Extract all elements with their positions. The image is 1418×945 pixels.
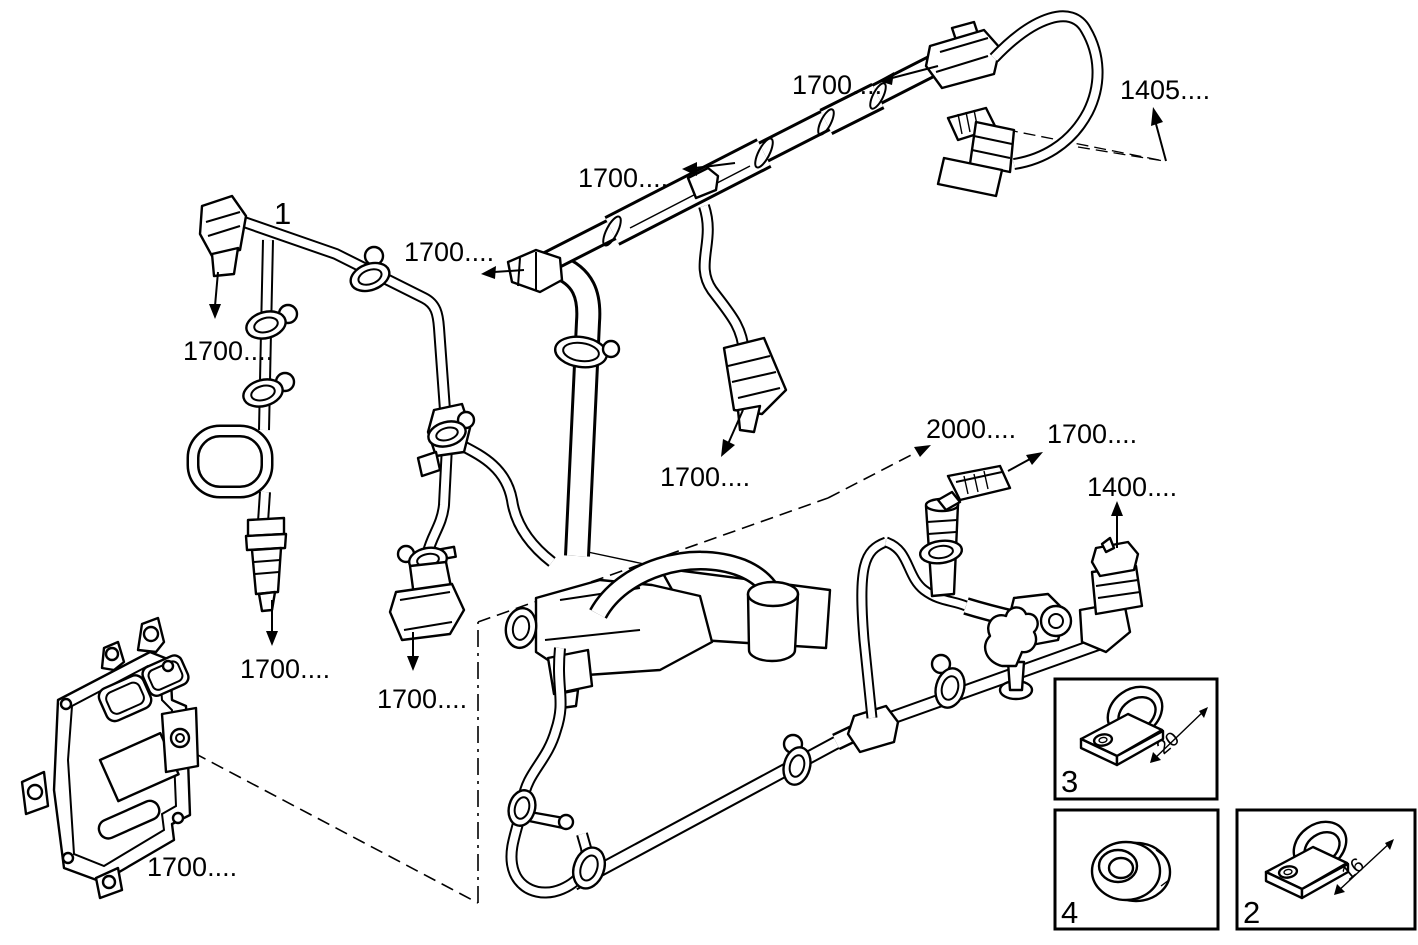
trunk-top-connector (924, 20, 1002, 90)
label-1700-trunk-branch: 1700.... (578, 163, 668, 193)
ecu-port-2 (141, 654, 190, 697)
label-1700-mount-connector: 1700.... (377, 684, 467, 714)
connector-1400 (1078, 536, 1144, 654)
inset-box-4: 4 (1053, 808, 1220, 931)
inset-4-number: 4 (1061, 895, 1078, 930)
ecu-module (20, 616, 200, 900)
ecu-slot (97, 799, 161, 840)
center-assembly (504, 253, 832, 899)
sensor-cylinder (918, 464, 1012, 598)
label-1700-sensor-plug-right: 1700.... (1047, 419, 1137, 449)
inset-box-3: 20 3 (1053, 677, 1219, 801)
bottom-trunk-harness (570, 464, 1144, 891)
loop-end-connector (936, 106, 1016, 198)
valve-body (504, 578, 714, 710)
branch-boot-connector (722, 336, 788, 434)
clamp-small-drawing (1264, 820, 1350, 900)
callout-arrows (209, 65, 1167, 671)
top-trunk (506, 10, 1104, 434)
clamp-large-drawing (1079, 685, 1165, 767)
label-1700-sensor-left: 1700.... (183, 336, 273, 366)
label-1405-sensor-cable: 1405.... (1120, 75, 1210, 105)
ecu-port-1 (97, 674, 153, 723)
inset-2-number: 2 (1243, 895, 1260, 930)
trunk-clip-ring-left (782, 733, 812, 786)
label-2000-harness-zone: 2000.... (926, 414, 1016, 444)
loop-clip-ring (571, 846, 607, 890)
grommet-nut-drawing (1090, 840, 1172, 903)
trunk-clip-ring-right (930, 653, 966, 709)
loop-pin-clip (507, 789, 575, 831)
valve-cylinder (746, 580, 800, 663)
dashed-boundaries (193, 118, 1165, 904)
left-sensor-connector (198, 194, 248, 278)
handle-loop (186, 424, 274, 499)
t-fitting (416, 402, 476, 478)
part-labels: 1 1700.... 1700.... 1700.... 1700.... 14… (147, 70, 1210, 882)
label-1700-ecu-harness: 1700.... (147, 852, 237, 882)
mount-connector (388, 544, 466, 642)
inset-3-number: 3 (1061, 764, 1078, 799)
inset-box-2: 16 2 (1235, 808, 1417, 931)
hook-clip (983, 606, 1039, 701)
cable-clip-ring-2 (245, 303, 299, 340)
cable-clip-ring-1 (349, 245, 391, 293)
label-1400-end-connector: 1400.... (1087, 472, 1177, 502)
label-1700-branch-connector: 1700.... (660, 462, 750, 492)
left-harness (186, 194, 556, 642)
label-1700-glow-connector: 1700.... (240, 654, 330, 684)
callout-1: 1 (274, 196, 291, 231)
label-1700-trunk-top: 1700.... (792, 70, 882, 100)
glow-connector (244, 516, 288, 613)
hex-fitting (506, 248, 564, 294)
tube-band-clamp (553, 335, 621, 369)
label-1700-harness-left: 1700.... (404, 237, 494, 267)
cable-clip-ring-3 (242, 371, 296, 408)
